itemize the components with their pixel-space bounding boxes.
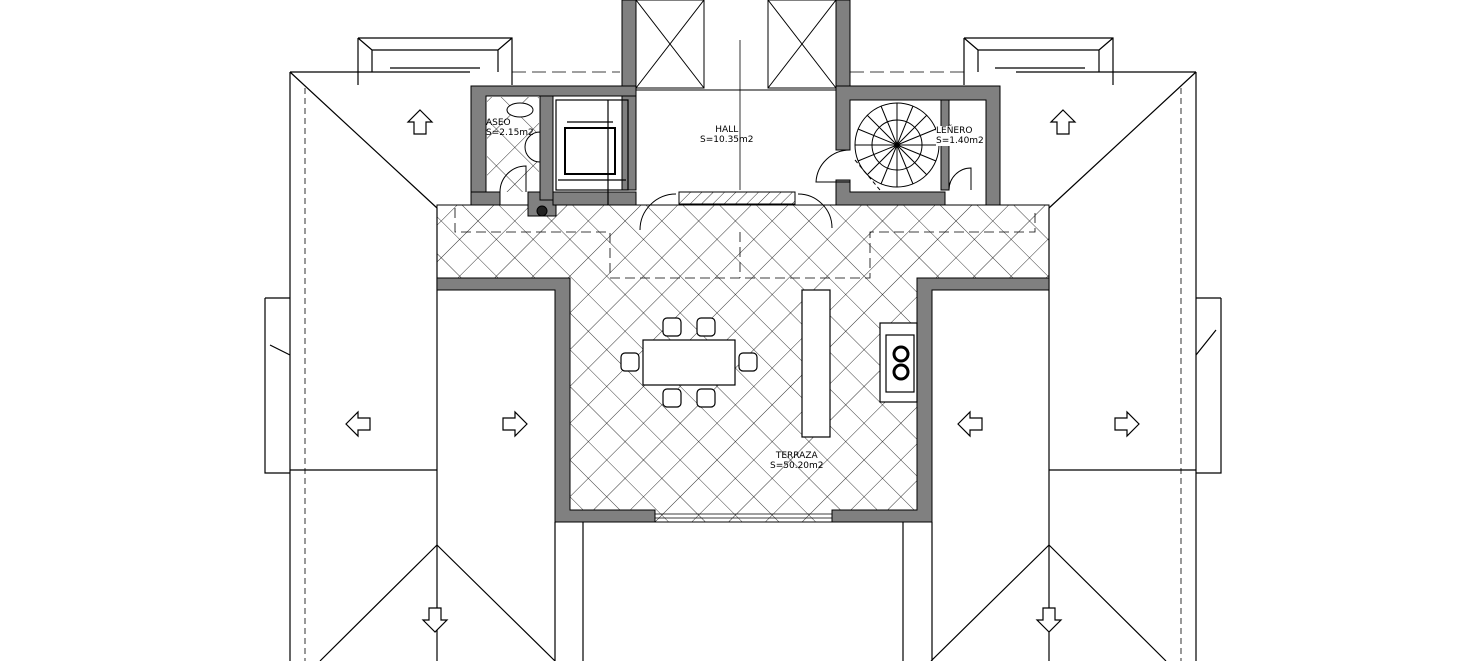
room-name: HALL — [715, 125, 739, 135]
room-area: S=50.20m2 — [770, 461, 824, 471]
hall-low-wall — [678, 191, 796, 205]
counter — [801, 289, 831, 438]
roof-right — [902, 71, 1222, 661]
barbecue — [879, 322, 918, 403]
room-name: LEÑERO — [936, 126, 973, 136]
dining-set — [620, 317, 758, 408]
room-label-terraza: TERRAZA S=50.20m2 — [770, 451, 824, 471]
aseo-fixtures — [499, 102, 548, 217]
room-label-aseo: ASEO S=2.15m2 — [486, 118, 534, 138]
room-area: S=10.35m2 — [700, 135, 754, 145]
spiral-staircase — [815, 102, 972, 191]
hall-doors — [639, 40, 833, 231]
room-label-lenero: LEÑERO S=1.40m2 — [936, 126, 984, 146]
room-name: TERRAZA — [775, 451, 818, 461]
room-name: ASEO — [486, 118, 511, 128]
room-area: S=1.40m2 — [936, 136, 984, 146]
arrow-up-icon — [407, 109, 433, 135]
arrow-down-icon — [422, 607, 448, 633]
skylights — [635, 0, 837, 91]
arrow-up-icon — [1050, 109, 1076, 135]
elevator — [555, 99, 629, 205]
arrow-left-icon — [957, 411, 983, 437]
arrow-down-icon — [1036, 607, 1062, 633]
arrow-left-icon — [345, 411, 371, 437]
arrow-right-icon — [1114, 411, 1140, 437]
core-walls — [470, 0, 1001, 217]
arrow-right-icon — [502, 411, 528, 437]
dormers — [290, 37, 1196, 85]
room-label-hall: HALL S=10.35m2 — [700, 125, 754, 145]
room-area: S=2.15m2 — [486, 128, 534, 138]
